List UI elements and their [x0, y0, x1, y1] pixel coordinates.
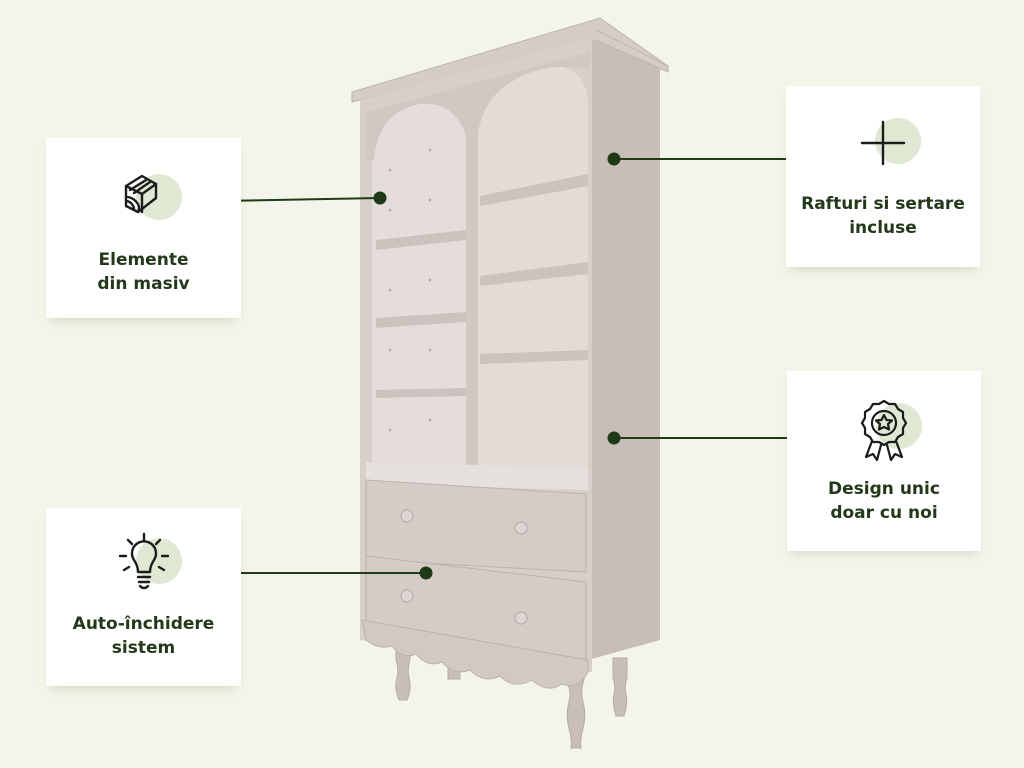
drawer-knobs	[400, 509, 528, 625]
feature-card-unique-design: Design unic doar cu noi	[787, 371, 981, 551]
connector-line-wood	[217, 197, 381, 202]
feature-label: Rafturi si sertare incluse	[801, 194, 965, 238]
feature-card-solid-wood: Elemente din masiv	[46, 138, 241, 318]
left-shelves	[376, 230, 466, 398]
bookcase-side-panel	[588, 35, 660, 660]
award-ribbon-icon	[860, 399, 908, 462]
drawer-top	[365, 479, 587, 573]
feature-card-shelves: Rafturi si sertare incluse	[786, 86, 980, 267]
wood-log-icon	[124, 174, 157, 214]
bookcase-left-opening	[372, 101, 468, 469]
feature-label: Design unic doar cu noi	[828, 479, 940, 523]
connector-dot-light	[419, 566, 433, 580]
right-shelves	[480, 174, 588, 364]
scalloped-apron	[361, 619, 589, 689]
connector-dot-design	[607, 431, 621, 445]
lightbulb-icon	[118, 532, 169, 590]
connector-dot-wood	[373, 191, 387, 205]
plus-icon	[860, 120, 906, 166]
feature-label: Auto-închidere sistem	[72, 614, 215, 658]
bookcase-right-opening	[476, 65, 589, 471]
connector-dot-shelf	[607, 152, 621, 166]
feature-label: Elemente din masiv	[97, 250, 190, 294]
feature-card-auto-close: Auto-închidere sistem	[46, 508, 241, 686]
